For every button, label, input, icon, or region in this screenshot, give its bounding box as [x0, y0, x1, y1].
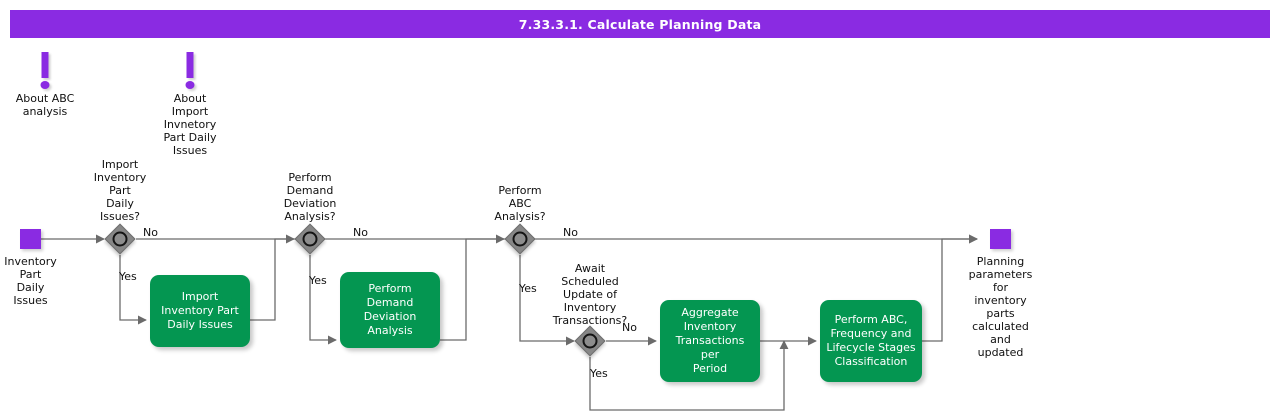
edge-d3-yes-to-d4: [519, 255, 575, 346]
note-label: About Import Invnetory Part Daily Issues: [163, 92, 217, 157]
edge-d2-yes-to-task2: [309, 255, 337, 345]
task-aggregate-inventory-transactions[interactable]: Aggregate Inventory Transactions per Per…: [660, 300, 760, 382]
edge-label-d1-yes: Yes: [119, 270, 137, 283]
note-about-import-inventory-part-daily-issues[interactable]: About Import Invnetory Part Daily Issues: [152, 52, 228, 157]
exclamation-icon: [152, 52, 228, 92]
decision-perform-abc-analysis[interactable]: Perform ABC Analysis?: [494, 184, 546, 255]
decision-label: Perform Demand Deviation Analysis?: [283, 171, 337, 223]
task-import-inventory-part-daily-issues[interactable]: Import Inventory Part Daily Issues: [150, 275, 250, 347]
decision-ring-icon: [302, 231, 318, 247]
decision-perform-demand-deviation-analysis[interactable]: Perform Demand Deviation Analysis?: [284, 171, 336, 255]
edge-d1-yes-to-task1: [119, 255, 147, 325]
edge-label-d3-yes: Yes: [519, 282, 537, 295]
end-event-marker: [990, 229, 1011, 249]
decision-ring-icon: [582, 333, 598, 349]
start-event-marker: [20, 229, 41, 249]
note-about-abc-analysis[interactable]: About ABC analysis: [8, 52, 82, 118]
edge-label-d3-no: No: [563, 226, 578, 239]
edge-label-d4-yes: Yes: [590, 367, 608, 380]
edge-label-d2-no: No: [353, 226, 368, 239]
diagram-title-bar: 7.33.3.1. Calculate Planning Data: [10, 10, 1270, 38]
edge-label-d4-no: No: [622, 321, 637, 334]
edge-task1-to-d2: [250, 234, 295, 321]
task-perform-abc-classification[interactable]: Perform ABC, Frequency and Lifecycle Sta…: [820, 300, 922, 382]
exclamation-icon: [8, 52, 82, 92]
end-event-label: Planning parameters for inventory parts …: [968, 255, 1033, 359]
note-label: About ABC analysis: [15, 92, 75, 118]
edge-task2-to-d3: [440, 234, 505, 341]
decision-await-scheduled-update[interactable]: Await Scheduled Update of Inventory Tran…: [553, 262, 627, 357]
decision-label: Import Inventory Part Daily Issues?: [93, 158, 147, 223]
start-event[interactable]: Inventory Part Daily Issues: [4, 229, 57, 307]
decision-ring-icon: [112, 231, 128, 247]
end-event[interactable]: Planning parameters for inventory parts …: [969, 229, 1032, 359]
task-perform-demand-deviation-analysis[interactable]: Perform Demand Deviation Analysis: [340, 272, 440, 348]
page-title: 7.33.3.1. Calculate Planning Data: [518, 16, 762, 32]
edge-label-d1-no: No: [143, 226, 158, 239]
edge-task4-to-end: [922, 234, 978, 342]
decision-ring-icon: [512, 231, 528, 247]
decision-label: Perform ABC Analysis?: [494, 184, 546, 223]
edge-d4-yes-loopback: [589, 340, 789, 411]
decision-import-inventory-part-daily-issues[interactable]: Import Inventory Part Daily Issues?: [94, 158, 146, 255]
start-event-label: Inventory Part Daily Issues: [4, 255, 57, 307]
decision-label: Await Scheduled Update of Inventory Tran…: [552, 262, 628, 327]
edge-label-d2-yes: Yes: [309, 274, 327, 287]
